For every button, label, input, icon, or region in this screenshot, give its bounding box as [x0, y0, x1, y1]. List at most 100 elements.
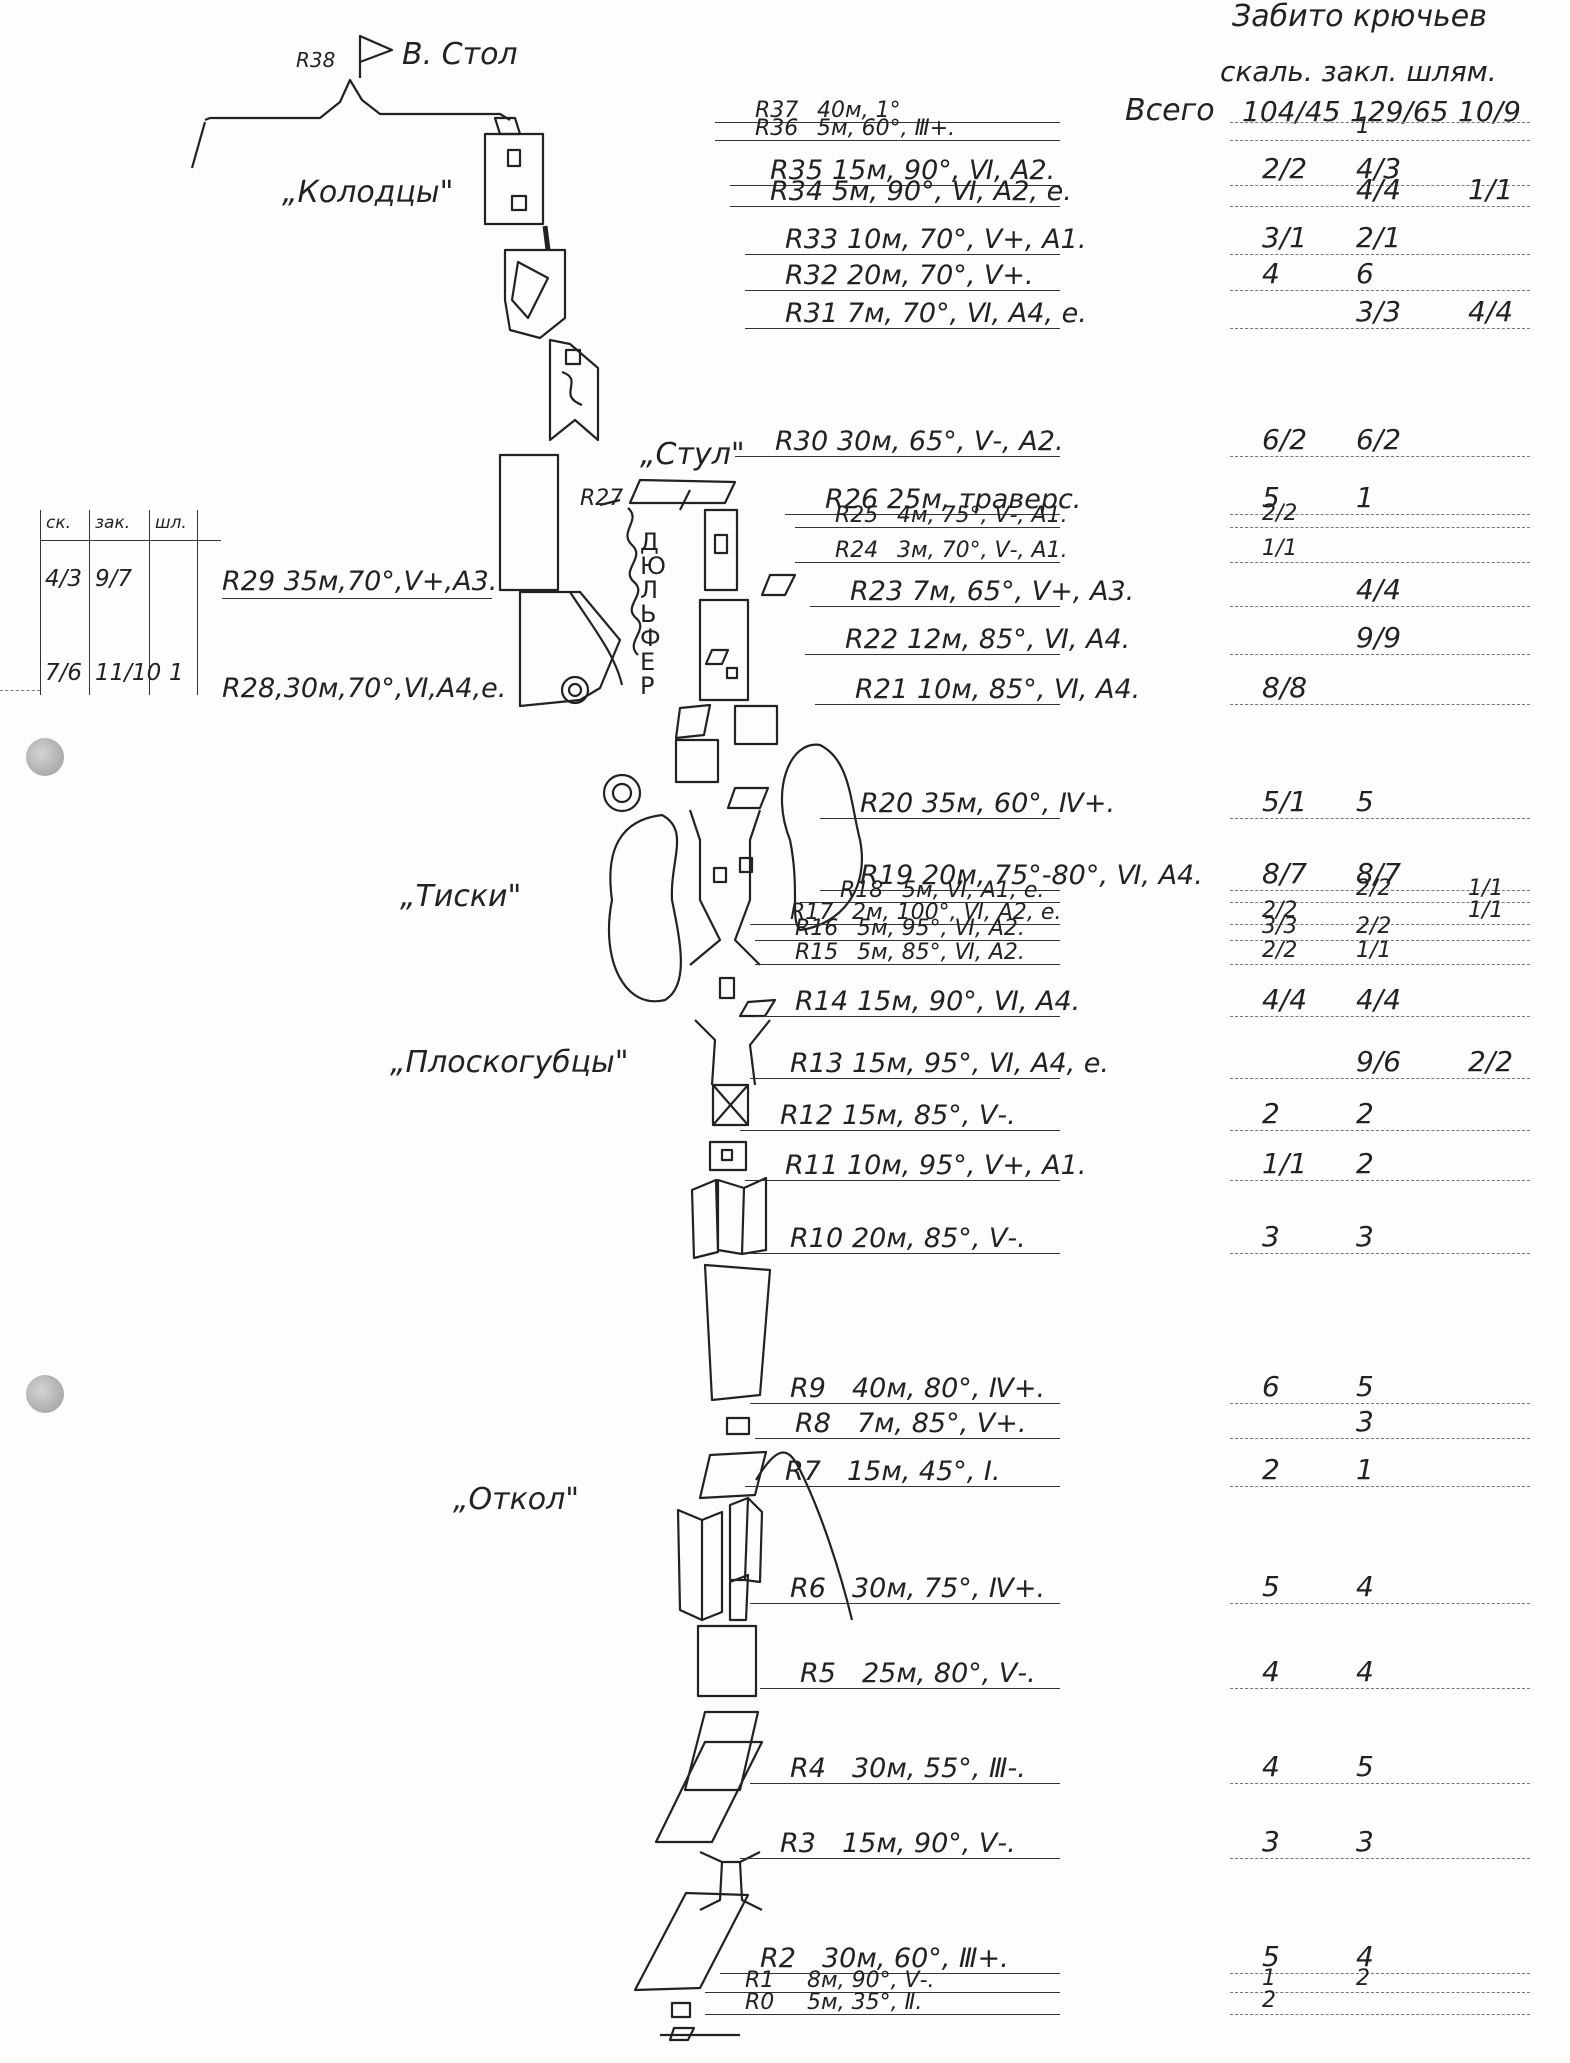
pitch-leader-line	[715, 140, 1060, 141]
pitch-desc: 30м, 55°, Ⅲ-.	[852, 1753, 1026, 1784]
summit-label: В. Стол	[402, 37, 518, 72]
pitch-column-line	[1230, 890, 1530, 891]
pitch-count-rock: 2/2	[1262, 898, 1298, 923]
pitch-count-rock: 8/8	[1262, 671, 1308, 704]
side-table-header-shlyam: шл.	[155, 513, 187, 533]
pitch-column-line	[1230, 1486, 1530, 1487]
pitch-label: R9	[790, 1373, 826, 1404]
dulfer-line	[626, 507, 642, 656]
pitch-desc: 5м, 60°, Ⅲ+.	[817, 116, 956, 141]
pitch-count-wedge: 1	[1356, 1453, 1374, 1486]
pitch-column-line	[1230, 1688, 1530, 1689]
pitch-leader-line	[755, 1438, 1060, 1439]
dulfer-letter: Р	[640, 672, 655, 700]
pitch-desc: 8м, 90°, Ⅴ-.	[807, 1968, 935, 1993]
pitch-count-wedge: 1	[1356, 114, 1370, 139]
pitch-leader-line	[750, 1078, 1060, 1079]
stul-pillar	[703, 508, 739, 592]
pitch-column-line	[1230, 818, 1530, 819]
pitch-label: R13	[790, 1048, 844, 1079]
pitch-count-wedge: 9/9	[1356, 621, 1402, 654]
stul-shelf	[628, 478, 737, 505]
pitch-column-line	[1230, 254, 1530, 255]
pitch-count-wedge: 3	[1356, 1220, 1374, 1253]
pitch-column-line	[1230, 606, 1530, 607]
folded-wall-r10	[690, 1176, 768, 1260]
ploskogubtsy-jaws	[694, 1019, 771, 1086]
header-title: Забито крючьев	[1232, 0, 1487, 34]
pitch-desc: 15м, 95°, Ⅵ, А4, е.	[852, 1048, 1109, 1079]
pitch-r29: R29 35м,70°,Ⅴ+,А3.	[222, 566, 498, 597]
pitch-count-rock: 1/1	[1262, 536, 1298, 561]
pitch-count-rock: 2/2	[1262, 152, 1308, 185]
pitch-label: R14	[795, 986, 849, 1017]
pitch-leader-line	[755, 940, 1060, 941]
pitch-column-line	[1230, 514, 1530, 515]
pitch-count-wedge: 4	[1356, 1940, 1374, 1973]
label-stul: „Стул"	[640, 437, 745, 472]
summit-flag-icon	[358, 34, 394, 78]
side-table-r29-wedge: 9/7	[95, 566, 133, 592]
label-otkol: „Откол"	[453, 1482, 580, 1517]
pitch-count-wedge: 1/1	[1356, 938, 1392, 963]
pitch-count-wedge: 4/4	[1356, 173, 1402, 206]
pitch-column-line	[1230, 1078, 1530, 1079]
pitch-label: R22	[845, 624, 899, 655]
pitch-desc: 25м, 80°, Ⅴ-.	[862, 1658, 1036, 1689]
pitch-count-wedge: 2	[1356, 1097, 1374, 1130]
belay-ring-left	[560, 675, 590, 705]
slab-r4	[654, 1740, 764, 1844]
pitch-desc: 15м, 45°, Ⅰ.	[847, 1456, 1001, 1487]
pitch-count-rock: 6	[1262, 1370, 1280, 1403]
pitch-desc: 4м, 75°, Ⅴ-, А1.	[897, 503, 1068, 528]
pitch-count-wedge: 5	[1356, 785, 1374, 818]
pitch-label: R33	[785, 224, 839, 255]
pitch-column-line	[1230, 1130, 1530, 1131]
pitch-count-shlyam: 2/2	[1468, 1045, 1514, 1078]
pitch-count-wedge: 5	[1356, 1750, 1374, 1783]
pitch-label: R11	[785, 1150, 839, 1181]
pitch-count-wedge: 4	[1356, 1655, 1374, 1688]
dulfer-letter: Ф	[640, 624, 661, 652]
pitch-count-wedge: 2	[1356, 1147, 1374, 1180]
pitch-leader-line	[750, 1783, 1060, 1784]
pitch-desc: 10м, 85°, Ⅵ, А4.	[917, 674, 1141, 705]
pitch-label: R36	[755, 116, 799, 141]
pitch-column-line	[1230, 185, 1530, 186]
pitch-count-wedge: 6/2	[1356, 423, 1402, 456]
pitch-label: R21	[855, 674, 909, 705]
pitch-desc: 15м, 85°, Ⅴ-.	[842, 1100, 1016, 1131]
label-tiski: „Тиски"	[400, 879, 522, 914]
pitch-leader-line	[760, 1688, 1060, 1689]
pitch-count-rock: 4/4	[1262, 983, 1308, 1016]
chimney-arrow	[548, 338, 600, 442]
pitch-column-line	[1230, 924, 1530, 925]
pitch-desc: 5м, 95°, Ⅵ, А2.	[857, 916, 1025, 941]
pitch-leader-line	[755, 964, 1060, 965]
header-total-shlyam: 10/9	[1458, 95, 1521, 128]
pitch-desc: 10м, 70°, Ⅴ+, А1.	[847, 224, 1087, 255]
pitch-column-line	[1230, 456, 1530, 457]
pitch-label: R2	[760, 1943, 796, 1974]
pitch-count-rock: 4	[1262, 1750, 1280, 1783]
pitch-label: R16	[795, 916, 839, 941]
pitch-label: R32	[785, 260, 839, 291]
pitch-leader-line	[795, 562, 1060, 563]
rope-line	[755, 1451, 854, 1621]
pitch-leader-line	[740, 1858, 1060, 1859]
pitch-count-rock: 2	[1262, 1988, 1276, 2013]
pitch-desc: 20м, 85°, Ⅴ-.	[852, 1223, 1026, 1254]
pitch-leader-line	[815, 704, 1060, 705]
pitch-count-wedge: 4/4	[1356, 573, 1402, 606]
pitch-count-rock: 3	[1262, 1825, 1280, 1858]
pitch-column-line	[1230, 654, 1530, 655]
pitch-desc: 40м, 1°	[817, 98, 901, 123]
pitch-leader-line	[745, 1180, 1060, 1181]
pitch-desc: 2м, 100°, Ⅵ, А2, е.	[852, 900, 1062, 925]
block-r6	[696, 1624, 758, 1698]
pitch-column-line	[1230, 140, 1530, 141]
pitch-column-line	[1230, 2014, 1530, 2015]
pitch-label: R23	[850, 576, 904, 607]
pliers-box	[711, 1083, 750, 1127]
